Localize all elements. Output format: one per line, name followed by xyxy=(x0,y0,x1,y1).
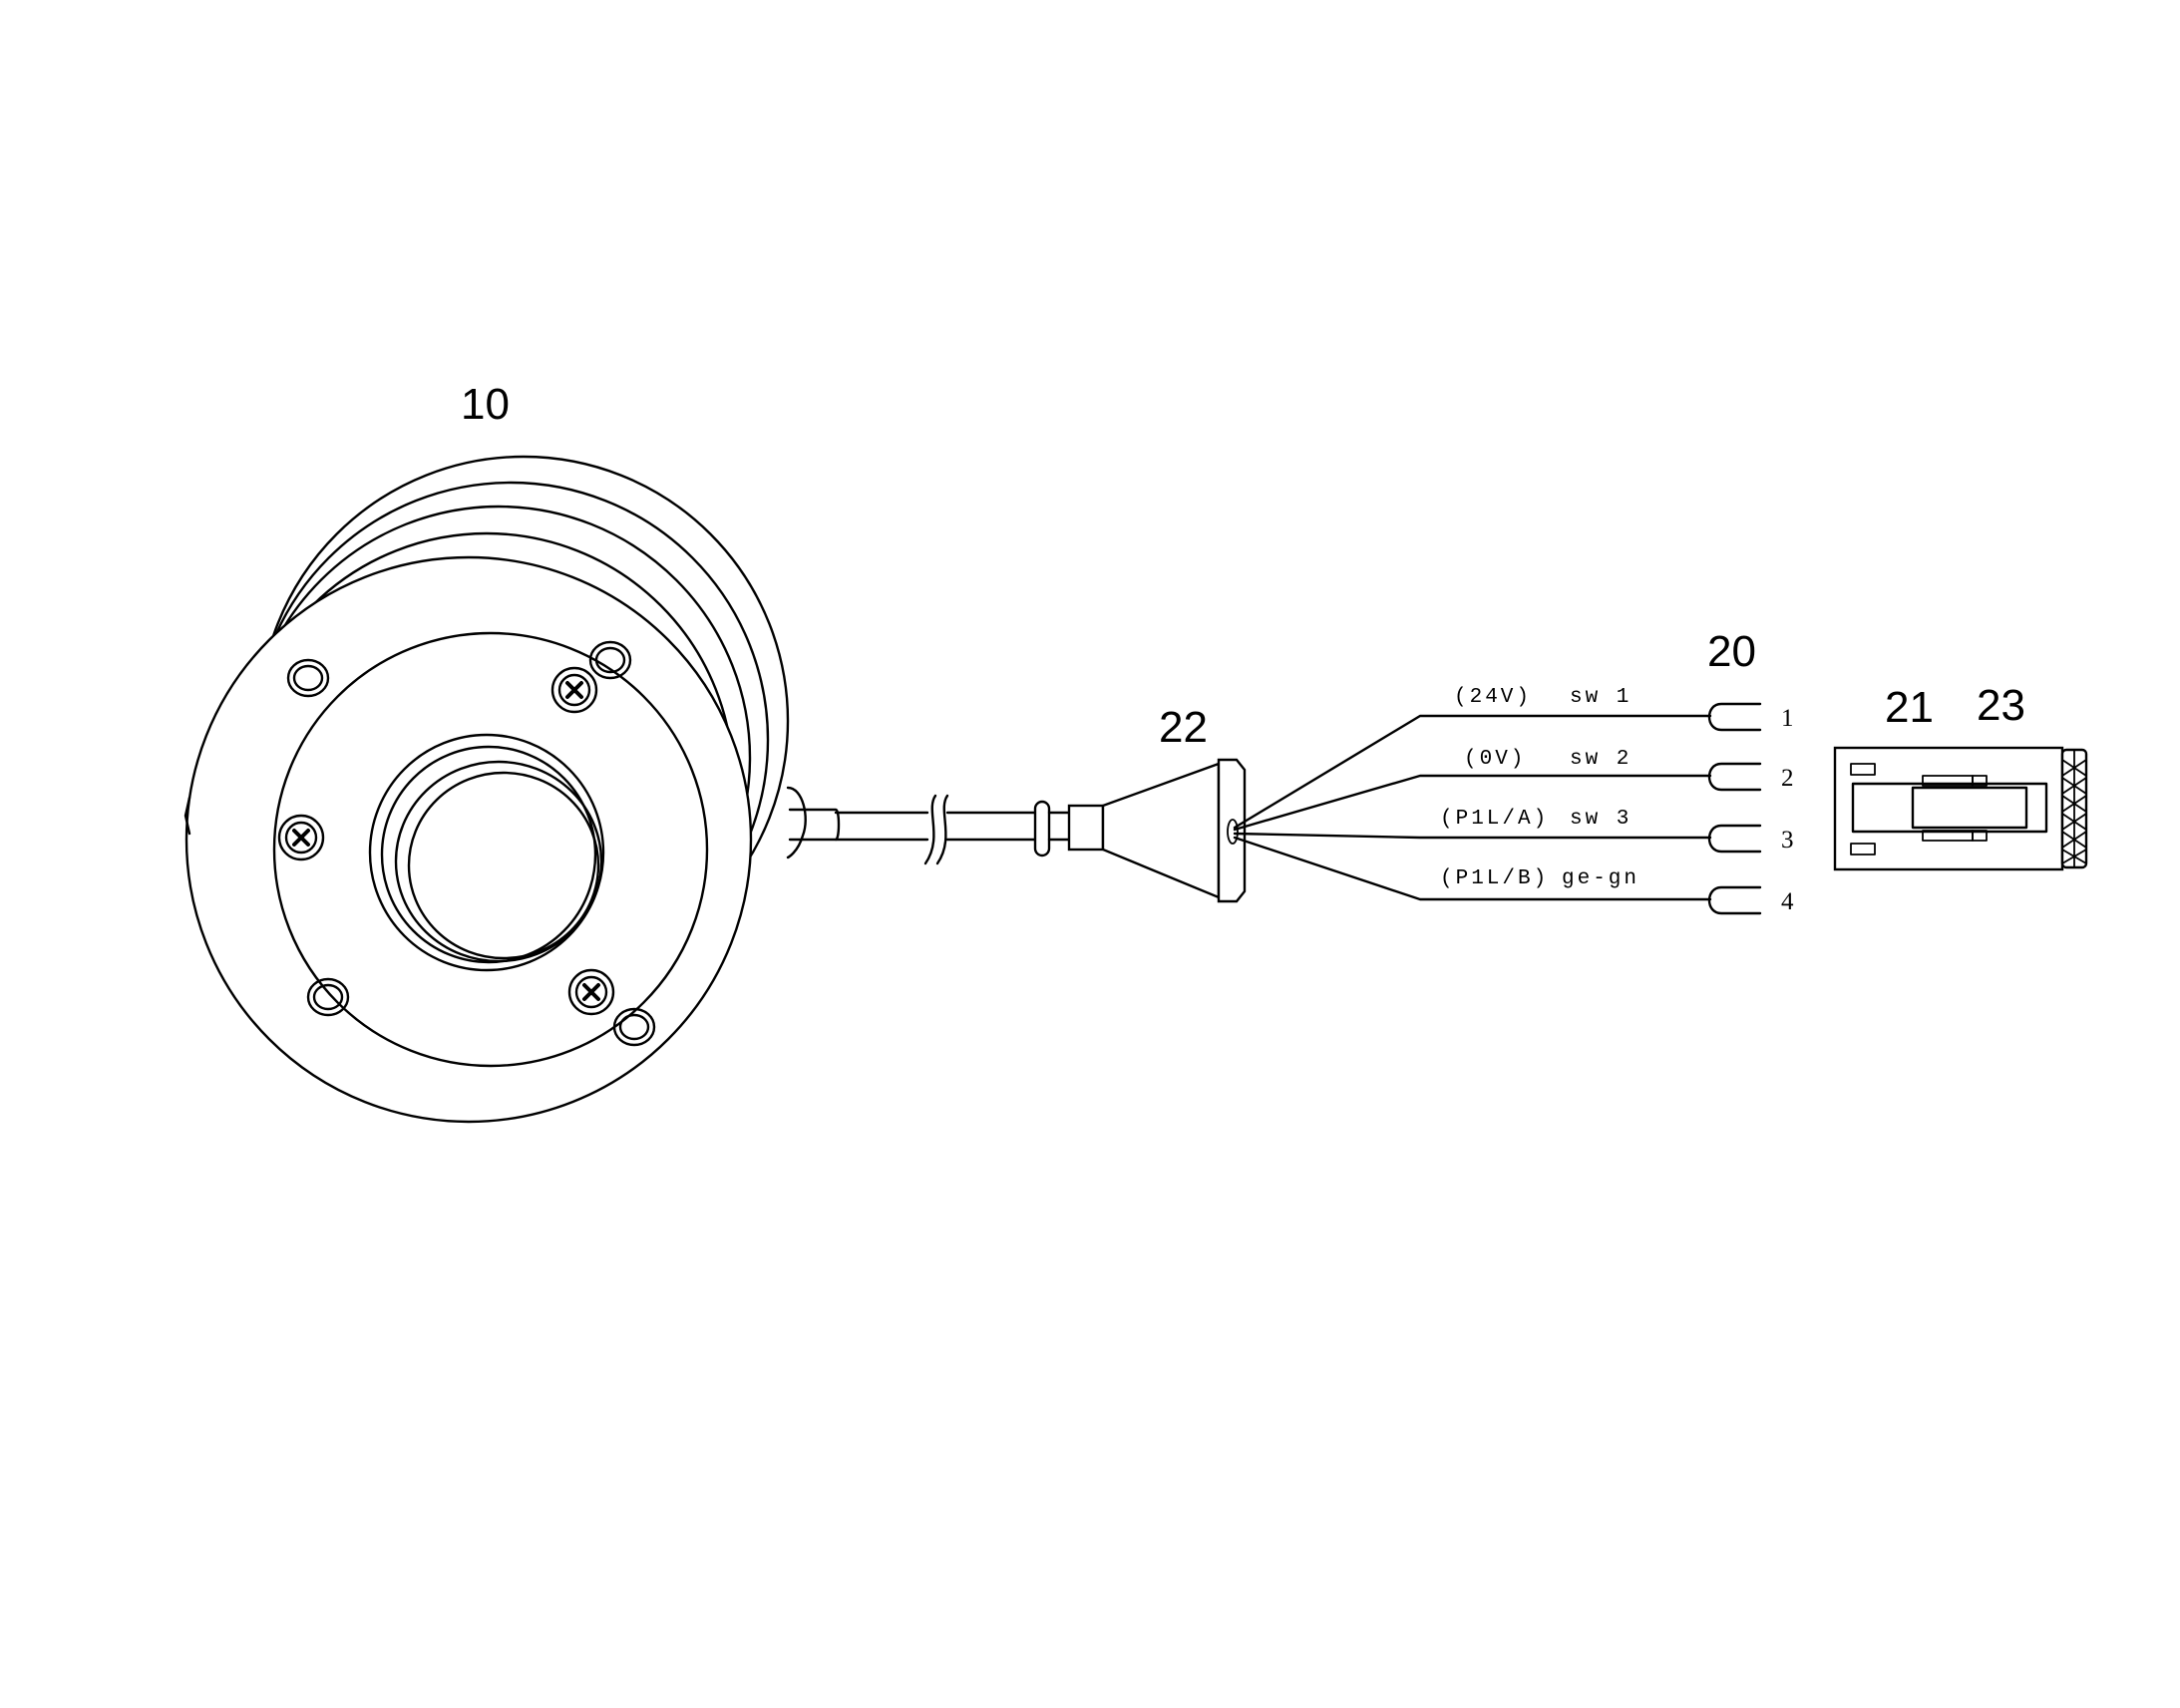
front-face xyxy=(184,555,753,1124)
wire-terminal xyxy=(1707,762,1762,792)
cable-grommet xyxy=(1101,758,1247,903)
screw-icon xyxy=(567,968,615,1016)
screw-icon xyxy=(277,814,325,861)
wire-1 xyxy=(1233,714,1712,830)
pin-number-1: 1 xyxy=(1781,705,1794,732)
wire-1-color: sw 1 xyxy=(1570,686,1632,709)
cable-break-mark xyxy=(923,794,949,865)
motor-assembly xyxy=(183,455,841,1124)
wire-4-signal: (P1L/B) xyxy=(1440,867,1549,890)
pin-number-2: 2 xyxy=(1781,765,1794,792)
pin-number-3: 3 xyxy=(1781,827,1794,854)
screw-icon xyxy=(550,666,598,714)
wire-3-color: sw 3 xyxy=(1570,808,1632,831)
wire-3-signal: (P1L/A) xyxy=(1440,808,1549,831)
cable-exit xyxy=(786,786,807,859)
hub-ring xyxy=(380,745,597,964)
wire-2-color: sw 2 xyxy=(1570,748,1632,771)
callout-connector-nut: 23 xyxy=(1977,681,2025,730)
callout-motor: 10 xyxy=(461,380,510,429)
wire-terminal xyxy=(1707,702,1762,732)
callout-wire-set: 20 xyxy=(1707,627,1756,676)
wire-terminal xyxy=(1707,885,1762,915)
wire-4-color: ge-gn xyxy=(1562,867,1639,890)
housing-notch xyxy=(183,796,191,836)
wire-2 xyxy=(1233,774,1712,832)
wire-1-signal: (24V) xyxy=(1454,686,1532,709)
hub-outer xyxy=(368,733,605,972)
wire-4 xyxy=(1233,836,1712,901)
flange-ring xyxy=(272,631,709,1068)
wire-2-signal: (0V) xyxy=(1464,748,1526,771)
mounting-holes xyxy=(286,640,656,1047)
wire-3 xyxy=(1233,832,1712,840)
connector xyxy=(1833,746,2088,871)
bore-inner xyxy=(407,771,600,960)
wire-set xyxy=(1233,702,1762,915)
callout-connector-housing: 21 xyxy=(1885,683,1934,732)
cable-collar xyxy=(1033,800,1051,857)
bore-outer xyxy=(394,760,603,963)
connector-housing xyxy=(1833,746,2064,871)
wire-terminal xyxy=(1707,824,1762,854)
cable xyxy=(834,794,1105,865)
pin-number-4: 4 xyxy=(1781,888,1794,915)
callout-cable-grommet: 22 xyxy=(1159,703,1208,752)
wire-labels: (24V) sw 1 (0V) sw 2 (P1L/A) sw 3 (P1L/B… xyxy=(1440,686,1794,915)
